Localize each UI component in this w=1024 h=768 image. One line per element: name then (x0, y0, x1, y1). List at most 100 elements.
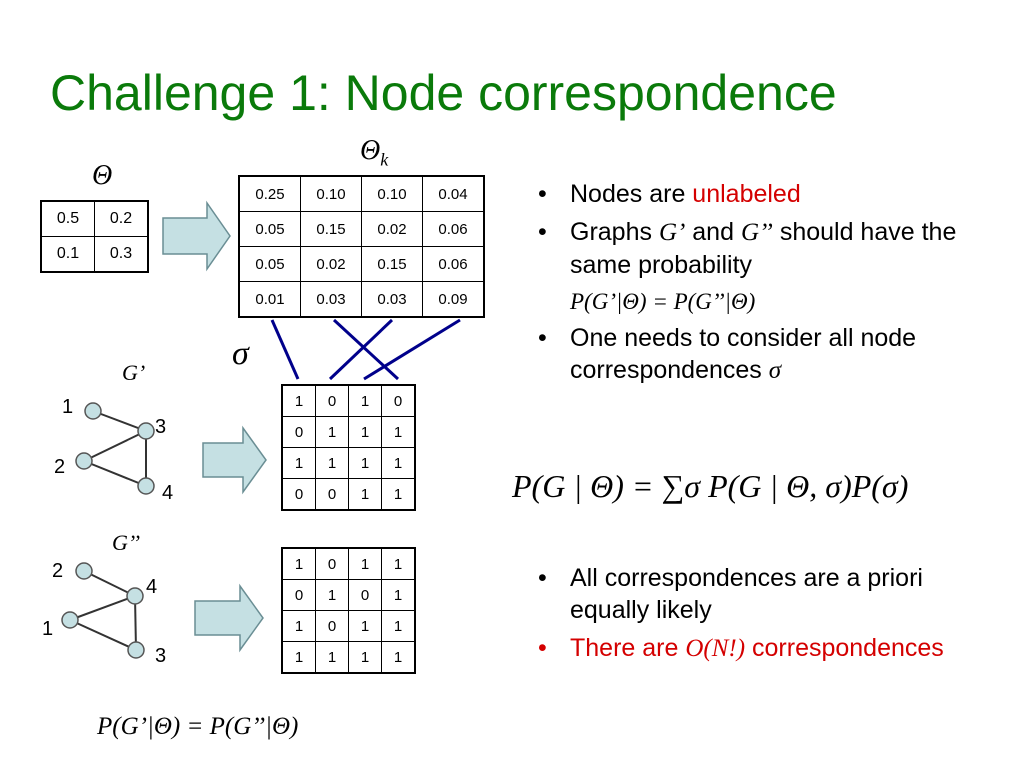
bullet-3-text: One needs to consider all node correspon… (570, 324, 917, 385)
g1-node-label-1: 1 (62, 396, 74, 418)
g1-node-label-4: 4 (162, 482, 174, 504)
bullet-4-text: All correspondences are a priori equally… (570, 564, 923, 624)
bullet-2-g2: G’’ (740, 219, 773, 246)
g2-node-label-3: 3 (155, 645, 167, 667)
bullet-2-b: and (685, 218, 741, 246)
bullet-unlabeled: Nodes are unlabeled (534, 178, 974, 210)
g2-edge-1-3 (69, 619, 137, 651)
big-formula: P(G | Θ) = ∑σ P(G | Θ, σ)P(σ) (512, 468, 908, 505)
sigma-line-3 (328, 318, 394, 381)
g1-node-label-3: 3 (155, 416, 167, 438)
theta-k-matrix-cell: 0.09 (422, 281, 485, 318)
g2-node-label-4: 4 (146, 576, 158, 598)
theta-k-matrix-cell: 0.15 (361, 246, 423, 282)
sigma-label: σ (232, 335, 249, 372)
theta-k-label: Θk (360, 135, 388, 171)
bullet-2-g1: G’ (658, 219, 686, 246)
g2-matrix-cell: 0 (315, 547, 349, 580)
g1-node-2 (75, 452, 93, 470)
sigma-line-1 (270, 319, 300, 380)
sigma-line-2 (332, 318, 400, 381)
theta-k-matrix-cell: 0.01 (238, 281, 301, 318)
g2-node-2 (75, 562, 93, 580)
g2-matrix-cell: 1 (381, 579, 416, 611)
g2-node-3 (127, 641, 145, 659)
g1-matrix-cell: 1 (348, 416, 382, 448)
bullet-5-a: There are (570, 634, 686, 662)
theta-k-matrix-cell: 0.25 (238, 175, 301, 212)
bullet-2-a: Graphs (570, 218, 659, 246)
bullet-equally-likely: All correspondences are a priori equally… (534, 562, 974, 626)
bullet-list-bottom: All correspondences are a priori equally… (534, 562, 974, 671)
bullet-1-text: Nodes are (570, 180, 693, 208)
arrow-g2-to-matrix (194, 583, 264, 653)
g2-matrix-cell: 0 (315, 610, 349, 642)
g2-matrix-cell: 1 (381, 547, 416, 580)
g2-matrix-cell: 1 (281, 641, 316, 674)
slide-title: Challenge 1: Node correspondence (50, 65, 837, 121)
theta-label: Θ (92, 160, 113, 191)
bottom-formula: P(G’|Θ) = P(G’’|Θ) (97, 713, 299, 740)
g2-matrix-cell: 1 (381, 641, 416, 674)
bullet-factorial: There are O(N!) correspondences (534, 632, 974, 665)
g2-edge-1-4 (69, 595, 136, 621)
g2-matrix-cell: 1 (315, 641, 349, 674)
theta-k-matrix-cell: 0.02 (300, 246, 362, 282)
g1-matrix-cell: 1 (348, 447, 382, 479)
g2-node-1 (61, 611, 79, 629)
theta-matrix-cell: 0.1 (40, 236, 95, 273)
bullet-1-red: unlabeled (692, 180, 801, 208)
bullet-2-formula: P(G’|Θ) = P(G’’|Θ) (570, 289, 756, 314)
theta-k-matrix-cell: 0.10 (300, 175, 362, 212)
g1-matrix-cell: 1 (381, 447, 416, 479)
theta-k-matrix-cell: 0.05 (238, 246, 301, 282)
g1-matrix-cell: 0 (381, 384, 416, 417)
g1-node-label-2: 2 (54, 456, 66, 478)
theta-k-subscript: k (380, 149, 389, 170)
g2-node-label-2: 2 (52, 560, 64, 582)
g2-edge-4-3 (134, 595, 137, 651)
g1-label: G’ (122, 360, 146, 385)
theta-matrix-cell: 0.5 (40, 200, 95, 237)
theta-k-matrix-cell: 0.06 (422, 211, 485, 247)
g2-label: G’’ (112, 530, 141, 555)
g2-node-label-1: 1 (42, 618, 54, 640)
bullet-list-top: Nodes are unlabeled Graphs G’ and G’’ sh… (534, 178, 974, 393)
g1-matrix-cell: 1 (381, 416, 416, 448)
g2-matrix-cell: 1 (348, 641, 382, 674)
g1-matrix-cell: 1 (381, 478, 416, 511)
g1-matrix-cell: 1 (348, 478, 382, 511)
bullet-graphs: Graphs G’ and G’’ should have the same p… (534, 216, 974, 316)
g1-edge-1-3 (92, 410, 147, 432)
arrow-theta-to-thetak (162, 200, 231, 272)
g1-node-3 (137, 422, 155, 440)
bullet-5-b: O(N!) (685, 635, 746, 662)
bullet-correspondences: One needs to consider all node correspon… (534, 322, 974, 387)
g2-matrix-cell: 1 (348, 610, 382, 642)
bullet-2-c: should have the same probability (570, 218, 957, 279)
g1-node-4 (137, 477, 155, 495)
theta-k-symbol: Θ (360, 135, 381, 166)
g2-node-4 (126, 587, 144, 605)
big-formula-text: P(G | Θ) = ∑σ P(G | Θ, σ)P(σ) (512, 468, 909, 504)
g1-edge-2-3 (83, 430, 147, 462)
g1-edge-2-4 (83, 460, 147, 487)
theta-k-matrix-cell: 0.10 (361, 175, 423, 212)
g2-edge-2-4 (83, 570, 136, 597)
